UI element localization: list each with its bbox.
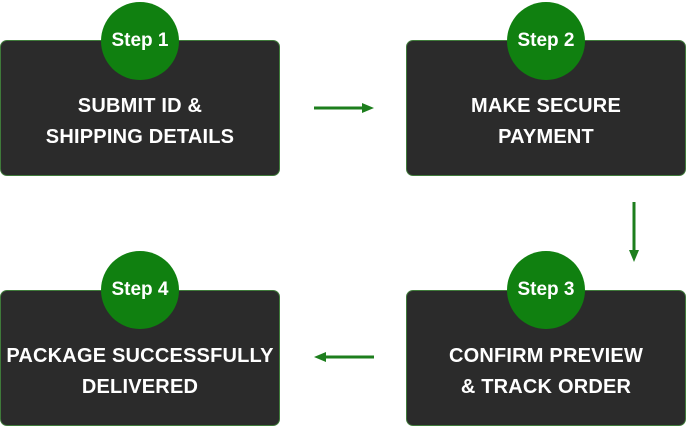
step-4-line-1: PACKAGE SUCCESSFULLY xyxy=(6,345,274,367)
step-2-line-1: MAKE SECURE xyxy=(471,95,621,117)
step-2-badge: Step 2 xyxy=(507,2,585,80)
step-1-badge: Step 1 xyxy=(101,2,179,80)
step-2-line-2: PAYMENT xyxy=(498,126,594,148)
step-4-line-2: DELIVERED xyxy=(81,376,199,398)
step-3-text: CONFIRM PREVIEW & TRACK ORDER xyxy=(449,313,643,403)
arrow-down-icon xyxy=(629,202,639,262)
step-3-line-2: & TRACK ORDER xyxy=(460,376,632,398)
step-3-line-1: CONFIRM PREVIEW xyxy=(448,345,644,367)
arrow-right-icon xyxy=(314,103,374,113)
step-3-badge: Step 3 xyxy=(507,251,585,329)
step-1-line-2: SHIPPING DETAILS xyxy=(45,126,235,148)
step-1-text: SUBMIT ID & SHIPPING DETAILS xyxy=(46,63,234,153)
step-4-text: PACKAGE SUCCESSFULLY DELIVERED xyxy=(6,313,273,403)
step-1-line-1: SUBMIT ID & xyxy=(77,95,203,117)
arrow-left-icon xyxy=(314,352,374,362)
step-2-text: MAKE SECURE PAYMENT xyxy=(471,63,621,153)
step-4-badge: Step 4 xyxy=(101,251,179,329)
